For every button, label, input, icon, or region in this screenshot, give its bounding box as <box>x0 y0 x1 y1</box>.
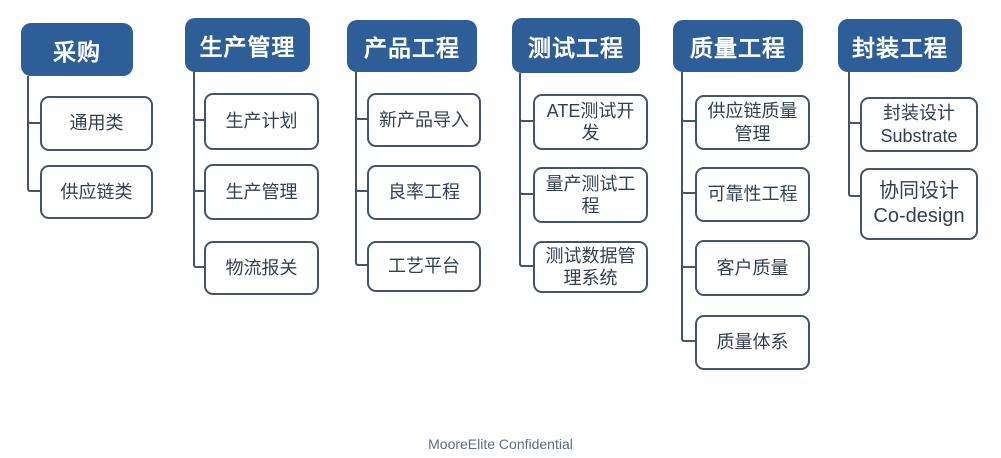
node-supply-chain-quality-management: 供应链质量 管理 <box>695 95 810 150</box>
node-package-design-substrate: 封装设计 Substrate <box>860 97 978 152</box>
footer-confidential-label: MooreElite Confidential <box>428 436 573 452</box>
node-customer-quality: 客户质量 <box>695 240 810 296</box>
connector <box>681 72 695 342</box>
header-production-management: 生产管理 <box>185 18 310 72</box>
connector <box>355 72 367 266</box>
node-test-data-management-system: 测试数据管 理系统 <box>533 241 648 293</box>
header-product-engineering: 产品工程 <box>347 20 477 72</box>
connector <box>848 72 860 197</box>
node-ate-test-development: ATE测试开 发 <box>533 94 648 150</box>
node-yield-engineering: 良率工程 <box>367 165 481 220</box>
connector <box>27 76 40 192</box>
header-test-engineering: 测试工程 <box>512 18 640 73</box>
node-general-category: 通用类 <box>40 96 153 151</box>
node-reliability-engineering: 可靠性工程 <box>695 167 810 222</box>
header-procurement: 采购 <box>21 23 133 76</box>
connector <box>519 73 533 267</box>
node-logistics-customs: 物流报关 <box>204 241 319 295</box>
node-production-planning: 生产计划 <box>204 93 319 150</box>
node-production-management: 生产管理 <box>204 164 319 220</box>
node-mass-production-test: 量产测试工 程 <box>533 167 648 223</box>
node-co-design: 协同设计 Co-design <box>860 168 978 240</box>
header-packaging-engineering: 封装工程 <box>838 19 962 72</box>
node-supply-chain-category: 供应链类 <box>40 165 153 219</box>
connector <box>193 72 204 268</box>
node-new-product-introduction: 新产品导入 <box>367 93 481 147</box>
header-quality-engineering: 质量工程 <box>673 20 803 72</box>
node-process-platform: 工艺平台 <box>367 241 481 292</box>
node-quality-system: 质量体系 <box>695 315 810 370</box>
